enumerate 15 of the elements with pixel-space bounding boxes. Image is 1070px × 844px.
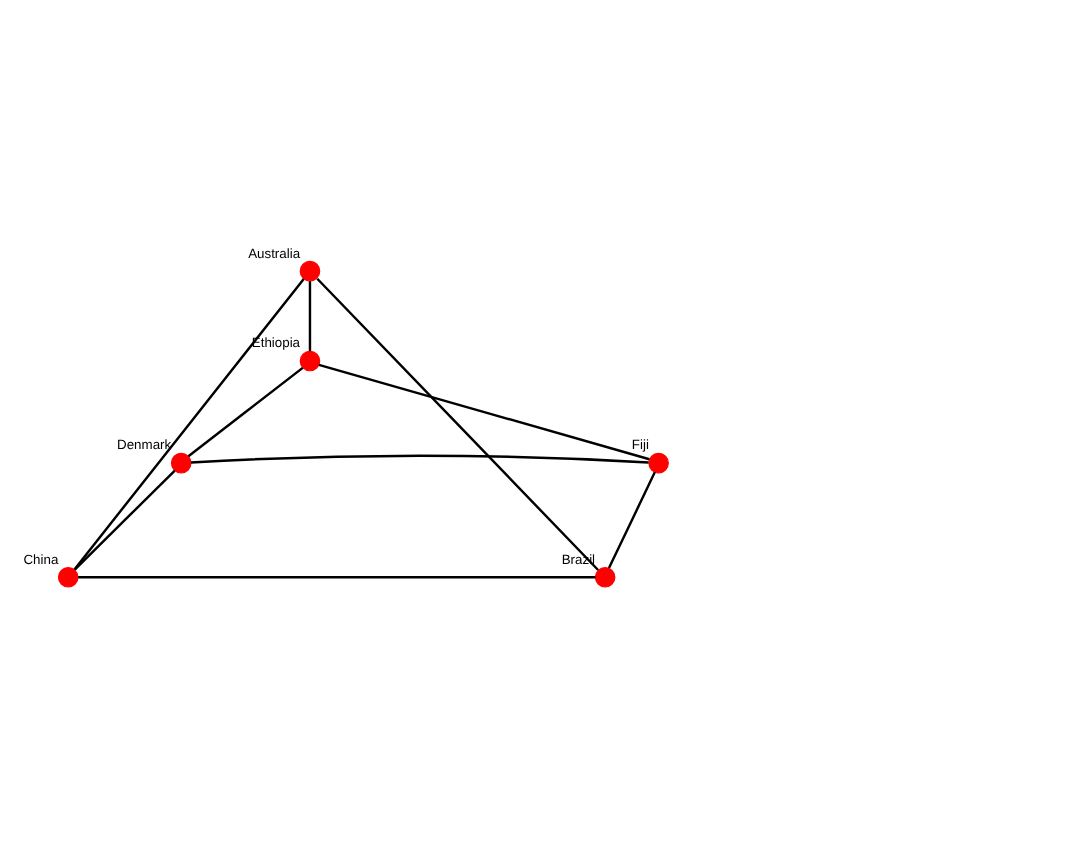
node-circle bbox=[648, 451, 669, 473]
node-circle bbox=[170, 451, 192, 473]
node-circle bbox=[299, 349, 321, 371]
connector bbox=[187, 365, 304, 457]
node-circle bbox=[57, 565, 79, 587]
node-circle bbox=[299, 259, 321, 281]
connector bbox=[190, 453, 649, 463]
connector bbox=[318, 362, 650, 460]
connector bbox=[308, 280, 312, 351]
node-circle bbox=[594, 565, 616, 587]
connector bbox=[78, 575, 596, 578]
connector bbox=[316, 276, 599, 570]
connector bbox=[607, 470, 656, 568]
connector bbox=[73, 468, 176, 570]
connector bbox=[73, 277, 305, 570]
